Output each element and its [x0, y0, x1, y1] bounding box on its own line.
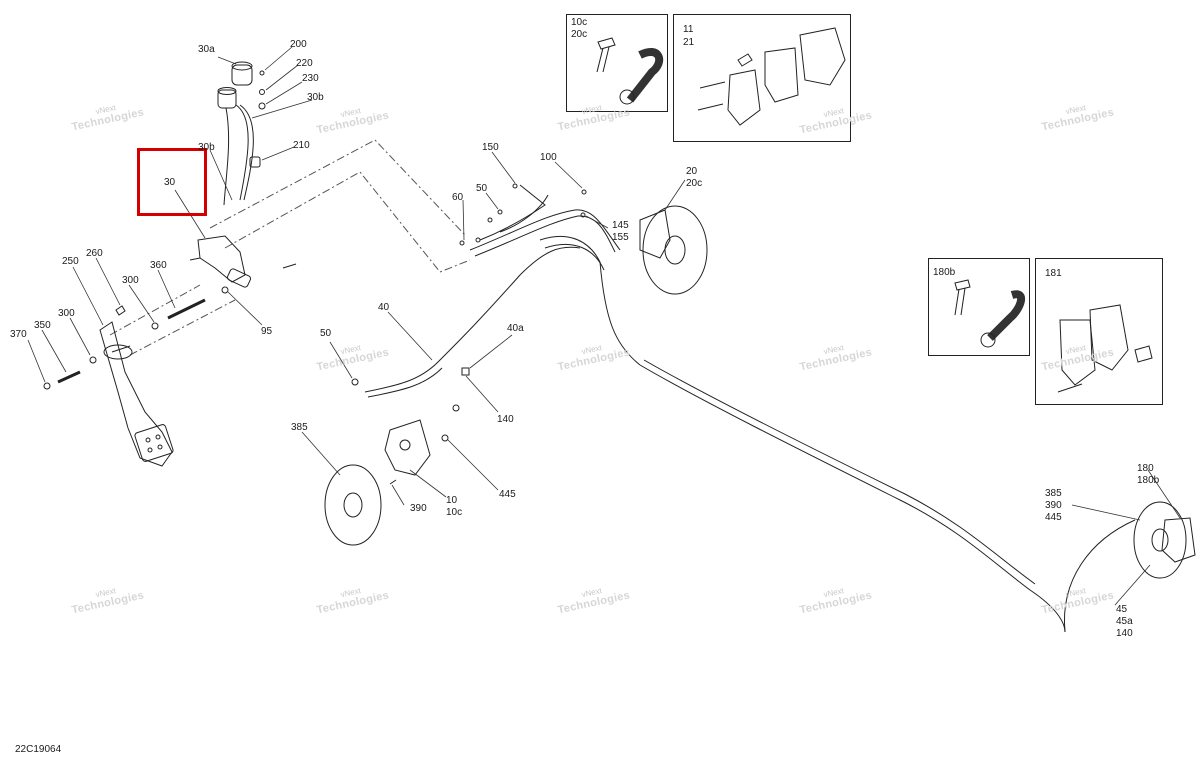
- left-brake-disc: [324, 464, 382, 546]
- assembly-guide-lines: [109, 139, 471, 356]
- inset-front-pads: [673, 14, 851, 142]
- part-label-155[interactable]: 155: [612, 232, 629, 243]
- part-label-40[interactable]: 40: [378, 302, 390, 313]
- part-label-30b-top[interactable]: 30b: [307, 92, 324, 103]
- part-label-181[interactable]: 181: [1045, 268, 1062, 279]
- bleeder-screw-front: [596, 37, 616, 73]
- part-label-200[interactable]: 200: [290, 39, 307, 50]
- brake-line-front: [469, 184, 641, 366]
- part-label-150[interactable]: 150: [482, 142, 499, 153]
- part-label-30b[interactable]: 30b: [198, 142, 215, 153]
- part-label-140-rear[interactable]: 140: [1116, 628, 1133, 639]
- part-label-445-rear[interactable]: 445: [1045, 512, 1062, 523]
- brake-pedal: [99, 321, 174, 467]
- part-label-230[interactable]: 230: [302, 73, 319, 84]
- part-label-30a[interactable]: 30a: [198, 44, 215, 55]
- part-label-385[interactable]: 385: [291, 422, 308, 433]
- part-label-20c[interactable]: 20c: [686, 178, 703, 189]
- part-label-445[interactable]: 445: [499, 489, 516, 500]
- part-label-21[interactable]: 21: [683, 37, 695, 48]
- part-label-95[interactable]: 95: [261, 326, 273, 337]
- part-label-350[interactable]: 350: [34, 320, 51, 331]
- leader-lines: [27, 46, 1181, 606]
- inset-rear-pads: [1035, 258, 1163, 405]
- part-label-145[interactable]: 145: [612, 220, 629, 231]
- left-caliper: [384, 419, 449, 476]
- part-label-10[interactable]: 10: [446, 495, 458, 506]
- part-label-250[interactable]: 250: [62, 256, 79, 267]
- part-label-220[interactable]: 220: [296, 58, 313, 69]
- part-label-390-rear[interactable]: 390: [1045, 500, 1062, 511]
- inset-rear-bleeder: [928, 258, 1030, 356]
- part-label-370[interactable]: 370: [10, 329, 27, 340]
- part-label-180b[interactable]: 180b: [1137, 475, 1160, 486]
- diagram-code: 22C19064: [15, 744, 62, 755]
- part-label-300-lower[interactable]: 300: [58, 308, 75, 319]
- brake-line-40: [364, 246, 581, 393]
- part-label-100[interactable]: 100: [540, 152, 557, 163]
- part-label-10c[interactable]: 10c: [446, 507, 463, 518]
- highlight-box[interactable]: [137, 148, 207, 216]
- bleeder-cap-rear: [987, 290, 1026, 341]
- part-label-30[interactable]: 30: [164, 177, 176, 188]
- part-label-140[interactable]: 140: [497, 414, 514, 425]
- part-label-50[interactable]: 50: [476, 183, 488, 194]
- rear-brake-disc: [1133, 501, 1196, 579]
- part-label-45a[interactable]: 45a: [1116, 616, 1133, 627]
- front-brake-disc: [639, 205, 708, 295]
- brake-fluid-reservoir: [217, 61, 254, 206]
- part-label-180[interactable]: 180: [1137, 463, 1154, 474]
- inset-front-bleeder: [566, 14, 668, 112]
- part-label-20[interactable]: 20: [686, 166, 698, 177]
- part-label-390[interactable]: 390: [410, 503, 427, 514]
- brake-line-rear: [639, 359, 1136, 633]
- part-label-11[interactable]: 11: [683, 24, 694, 35]
- part-label-385-rear[interactable]: 385: [1045, 488, 1062, 499]
- part-label-10c-inset[interactable]: 10c: [571, 17, 588, 28]
- part-label-40a[interactable]: 40a: [507, 323, 524, 334]
- part-label-180b-inset[interactable]: 180b: [933, 267, 956, 278]
- part-label-45[interactable]: 45: [1116, 604, 1128, 615]
- part-label-360[interactable]: 360: [150, 260, 167, 271]
- part-label-50-lower[interactable]: 50: [320, 328, 332, 339]
- brake-pads-rear: [1057, 304, 1153, 393]
- bleeder-screw-rear: [954, 279, 971, 316]
- master-cylinder: [189, 235, 297, 294]
- part-label-260[interactable]: 260: [86, 248, 103, 259]
- part-label-210[interactable]: 210: [293, 140, 310, 151]
- part-label-20c-inset[interactable]: 20c: [571, 29, 588, 40]
- part-label-300[interactable]: 300: [122, 275, 139, 286]
- brake-pads-front: [697, 27, 846, 126]
- part-label-60[interactable]: 60: [452, 192, 464, 203]
- bleeder-cap-front: [626, 48, 664, 103]
